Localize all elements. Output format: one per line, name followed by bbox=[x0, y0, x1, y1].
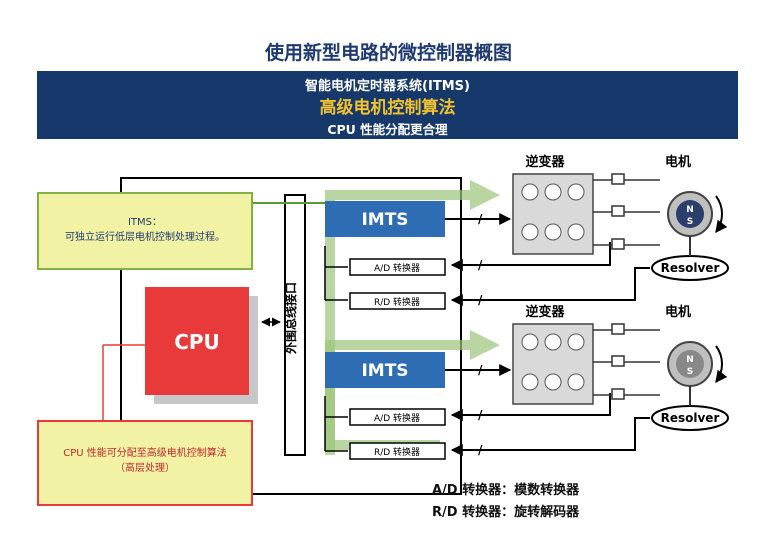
cpu-note-text: CPU 性能可分配至高级电机控制算法 bbox=[63, 448, 227, 459]
ad-converter-bottom bbox=[349, 408, 446, 426]
motor-pole-n: N bbox=[686, 205, 694, 215]
ad-converter-bottom-label: A/D 转换器 bbox=[374, 412, 420, 424]
motor-label-top: 电机 bbox=[665, 154, 691, 170]
rotation-arrow-bottom bbox=[715, 345, 728, 383]
cpu-note: CPU 性能可分配至高级电机控制算法 （高层处理） bbox=[37, 420, 253, 506]
current-feedback-top bbox=[450, 242, 611, 271]
green-flow-arrow-2 bbox=[325, 330, 500, 455]
motor-rotor-bottom bbox=[676, 350, 704, 378]
imts-block-top bbox=[325, 201, 445, 237]
inverter-label-top: 逆变器 bbox=[525, 154, 565, 170]
rd-converter-bottom bbox=[349, 442, 446, 460]
legend: A/D 转换器：模数转换器 R/D 转换器：旋转解码器 bbox=[432, 480, 579, 524]
rotation-arrow-top bbox=[715, 195, 728, 233]
cpu-note-sub: （高层处理） bbox=[115, 463, 175, 474]
itms-note: ITMS： 可独立运行低层电机控制处理过程。 bbox=[37, 192, 253, 270]
imts-label-top: IMTS bbox=[361, 210, 408, 230]
rd-converter-bottom-label: R/D 转换器 bbox=[374, 446, 420, 458]
banner-line-cpu: CPU 性能分配更合理 bbox=[327, 122, 448, 137]
peripheral-bus bbox=[284, 194, 306, 456]
itms-note-title: ITMS： bbox=[127, 217, 163, 228]
page-title: 使用新型电路的微控制器概图 bbox=[264, 42, 512, 64]
rd-converter-top bbox=[349, 292, 446, 310]
cpu-label: CPU bbox=[174, 330, 220, 354]
motor-pole-s: S bbox=[687, 367, 693, 377]
current-feedback-bottom bbox=[450, 393, 611, 421]
itms-note-text: 可独立运行低层电机控制处理过程。 bbox=[65, 232, 225, 243]
banner-line-itms: 智能电机定时器系统(ITMS) bbox=[305, 79, 470, 94]
resolver-feedback-top bbox=[450, 267, 650, 306]
resolver-label-top: Resolver bbox=[661, 261, 720, 275]
imts-label-bottom: IMTS bbox=[361, 361, 408, 381]
imts-block-bottom bbox=[325, 352, 445, 388]
ad-converter-top-label: A/D 转换器 bbox=[374, 262, 420, 274]
legend-ad: A/D 转换器：模数转换器 bbox=[432, 483, 580, 498]
svg-text:/: / bbox=[478, 443, 483, 457]
phase-wires-bottom bbox=[593, 323, 660, 400]
cpu-block bbox=[145, 287, 249, 395]
resolver-feedback-bottom bbox=[450, 417, 650, 456]
legend-rd: R/D 转换器：旋转解码器 bbox=[432, 505, 580, 520]
svg-text:/: / bbox=[478, 293, 483, 307]
svg-text:/: / bbox=[478, 408, 483, 422]
resolver-label-bottom: Resolver bbox=[661, 411, 720, 425]
rd-converter-top-label: R/D 转换器 bbox=[374, 296, 420, 308]
bus-slash: / bbox=[478, 212, 483, 226]
bus-label: 外围总线接口 bbox=[283, 282, 298, 354]
inverter-label-bottom: 逆变器 bbox=[525, 304, 565, 320]
ad-converter-top bbox=[349, 258, 446, 276]
mcu-outline bbox=[120, 177, 462, 495]
phase-wires-top bbox=[593, 173, 660, 250]
itms-banner: 智能电机定时器系统(ITMS) 高级电机控制算法 CPU 性能分配更合理 bbox=[37, 71, 738, 139]
svg-text:/: / bbox=[478, 258, 483, 272]
motor-label-bottom: 电机 bbox=[665, 304, 691, 320]
motor-pole-n: N bbox=[686, 355, 694, 365]
motor-pole-s: S bbox=[687, 217, 693, 227]
motor-rotor-top bbox=[676, 200, 704, 228]
bus-slash: / bbox=[478, 363, 483, 377]
banner-line-algorithm: 高级电机控制算法 bbox=[319, 98, 456, 118]
